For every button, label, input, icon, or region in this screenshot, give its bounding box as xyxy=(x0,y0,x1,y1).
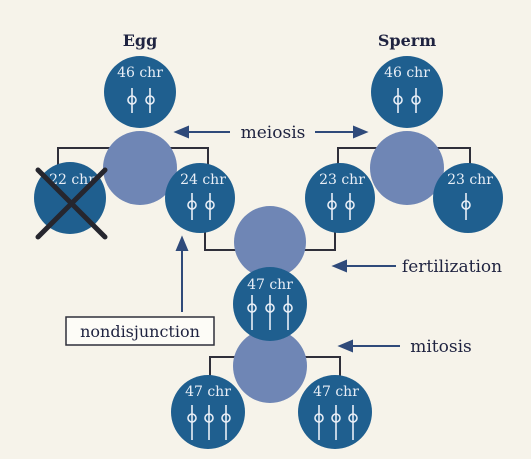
sperm-parent-label: 46 chr xyxy=(384,65,430,81)
arrow-right-icon xyxy=(354,127,366,137)
meiosis-label: meiosis xyxy=(241,123,306,143)
egg-gamete-label: 24 chr xyxy=(180,172,226,188)
daughter-label-2: 47 chr xyxy=(313,384,359,400)
fertilization-label: fertilization xyxy=(402,257,502,277)
fertilization-arrow xyxy=(334,261,396,271)
egg-parent-label: 46 chr xyxy=(117,65,163,81)
arrow-left-icon xyxy=(334,261,346,271)
arrow-up-icon xyxy=(177,238,187,250)
nondisjunction-arrow xyxy=(177,238,187,312)
egg-heading: Egg xyxy=(123,31,158,50)
mitosis-label: mitosis xyxy=(410,337,472,357)
sperm-gamete-label-1: 23 chr xyxy=(319,172,365,188)
zygote-label: 47 chr xyxy=(247,277,293,293)
arrow-left-icon xyxy=(340,341,352,351)
sperm-meiosis-division xyxy=(370,131,444,205)
sperm-heading: Sperm xyxy=(378,31,436,50)
nondisjunction-label: nondisjunction xyxy=(80,322,200,341)
sperm-gamete-label-2: 23 chr xyxy=(447,172,493,188)
mitosis-arrow xyxy=(340,341,400,351)
daughter-label-1: 47 chr xyxy=(185,384,231,400)
arrow-left-icon xyxy=(176,127,188,137)
